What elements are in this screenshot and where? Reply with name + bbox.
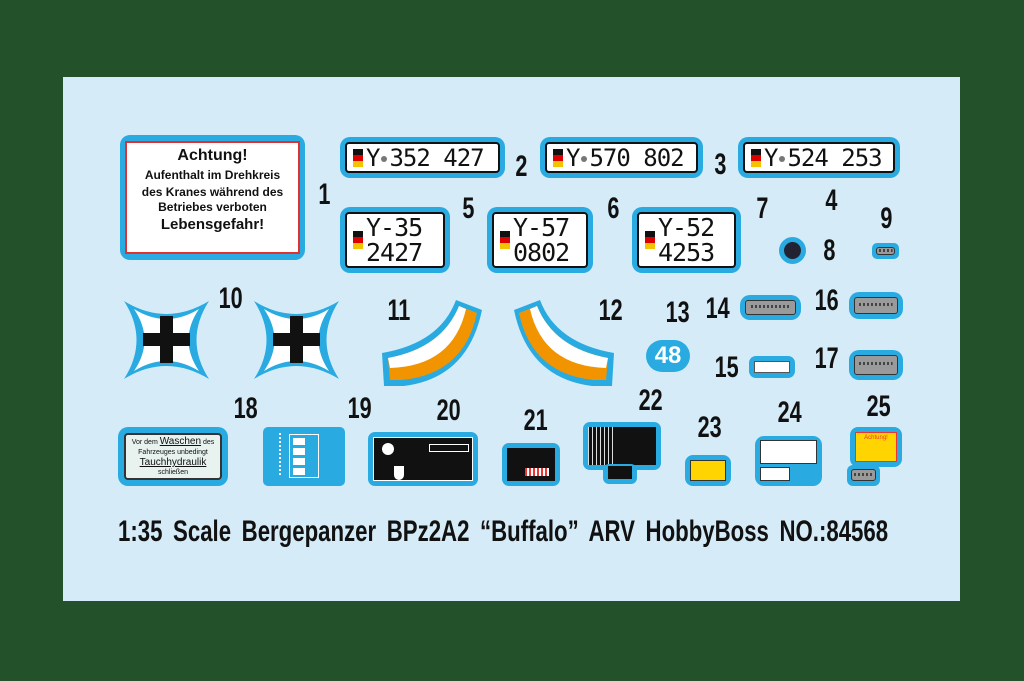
decal-25-warning-label: Achtung! (850, 427, 902, 467)
decal-number: 21 (523, 404, 548, 437)
decal-number: 15 (714, 351, 739, 384)
decal-number: 1 (318, 178, 331, 211)
warning-title: Achtung! (177, 147, 248, 164)
decal-22-tab (603, 464, 637, 484)
german-flag-icon (553, 148, 563, 167)
decal-number: 18 (233, 392, 258, 425)
sheet-caption: 1:35 Scale Bergepanzer BPz2A2 “Buffalo” … (118, 515, 889, 548)
plate-number: 570 802 (589, 143, 684, 172)
decal-number: 4 (825, 184, 838, 217)
notice-text: Tauchhydraulik (139, 457, 207, 468)
decal-23-label (685, 455, 731, 486)
plate-prefix: Y (366, 143, 380, 172)
plate-prefix: Y (566, 143, 580, 172)
decal-10-iron-cross-icon (124, 301, 209, 379)
decal-9-small-label (872, 243, 899, 259)
decal-number: 5 (462, 192, 475, 225)
warning-line: Betriebes verboten (158, 200, 267, 214)
plate-line: Y-57 (513, 213, 570, 242)
warning-footer: Lebensgefahr! (160, 216, 265, 233)
decal-1-warning-sign: Achtung! Aufenthalt im Drehkreis des Kra… (120, 135, 305, 260)
plate-number: 524 253 (787, 143, 882, 172)
decal-18-washing-notice: Vor dem Waschen des Fahrzeuges unbedingt… (118, 427, 228, 486)
notice-text: Vor dem (131, 439, 160, 446)
decal-number: 23 (697, 411, 722, 444)
warning-title: Achtung! (855, 432, 897, 462)
notice-text: Fahrzeuges unbedingt (138, 449, 208, 456)
decal-number: 12 (598, 294, 623, 327)
plate-line: 0802 (513, 238, 570, 267)
decal-number: 8 (823, 234, 836, 267)
warning-line: Aufenthalt im Drehkreis (144, 168, 281, 182)
decal-number: 11 (387, 294, 411, 327)
plate-line: Y-35 (366, 213, 423, 242)
decal-number: 22 (638, 384, 663, 417)
warning-line: des Kranes während des (141, 185, 284, 199)
decal-number: 14 (705, 292, 730, 325)
decal-21-panel (502, 443, 560, 486)
plate-prefix: Y (764, 143, 778, 172)
seal-icon (381, 155, 388, 162)
plate-line: 4253 (658, 238, 715, 267)
plate-line: Y-52 (658, 213, 715, 242)
decal-3-plate: Y 570 802 (540, 137, 703, 178)
decal-24-label (755, 436, 822, 486)
decal-12-scale-arc (514, 300, 614, 386)
decal-number: 20 (436, 394, 461, 427)
decal-8-roundel (779, 237, 806, 264)
decal-11-scale-arc (382, 300, 482, 386)
notice-text: Waschen (159, 436, 202, 447)
decal-number: 10 (218, 282, 243, 315)
notice-text: schließen (158, 469, 188, 476)
decal-20-panel (368, 432, 478, 486)
decal-number: 7 (756, 192, 769, 225)
decal-number: 2 (515, 150, 528, 183)
seal-icon (779, 155, 786, 162)
german-flag-icon (500, 231, 510, 249)
decal-13-marking: 48 (646, 340, 690, 372)
decal-number: 13 (665, 296, 690, 329)
decal-number: 17 (814, 342, 839, 375)
decal-19-panel (263, 427, 345, 486)
decal-number: 19 (347, 392, 372, 425)
german-flag-icon (751, 148, 761, 167)
decal-number: 24 (777, 396, 802, 429)
decal-25-tab (847, 465, 880, 486)
notice-text: des (201, 439, 215, 446)
decal-17-label (849, 350, 903, 380)
plate-number: 352 427 (389, 143, 484, 172)
decal-number: 6 (607, 192, 620, 225)
plate-line: 2427 (366, 238, 423, 267)
decal-number: 3 (714, 148, 727, 181)
german-flag-icon (645, 231, 655, 249)
german-flag-icon (353, 231, 363, 249)
seal-icon (581, 155, 588, 162)
decal-4-plate: Y 524 253 (738, 137, 900, 178)
decal-10-iron-cross-icon (254, 301, 339, 379)
decal-number: 9 (880, 202, 893, 235)
decal-22-panel (583, 422, 661, 470)
decal-16-label (849, 292, 903, 319)
decal-15-label (749, 356, 795, 378)
decal-2-plate: Y 352 427 (340, 137, 505, 178)
decal-14-label (740, 295, 801, 320)
decal-number: 25 (866, 390, 891, 423)
german-flag-icon (353, 148, 363, 167)
decal-number: 16 (814, 284, 839, 317)
